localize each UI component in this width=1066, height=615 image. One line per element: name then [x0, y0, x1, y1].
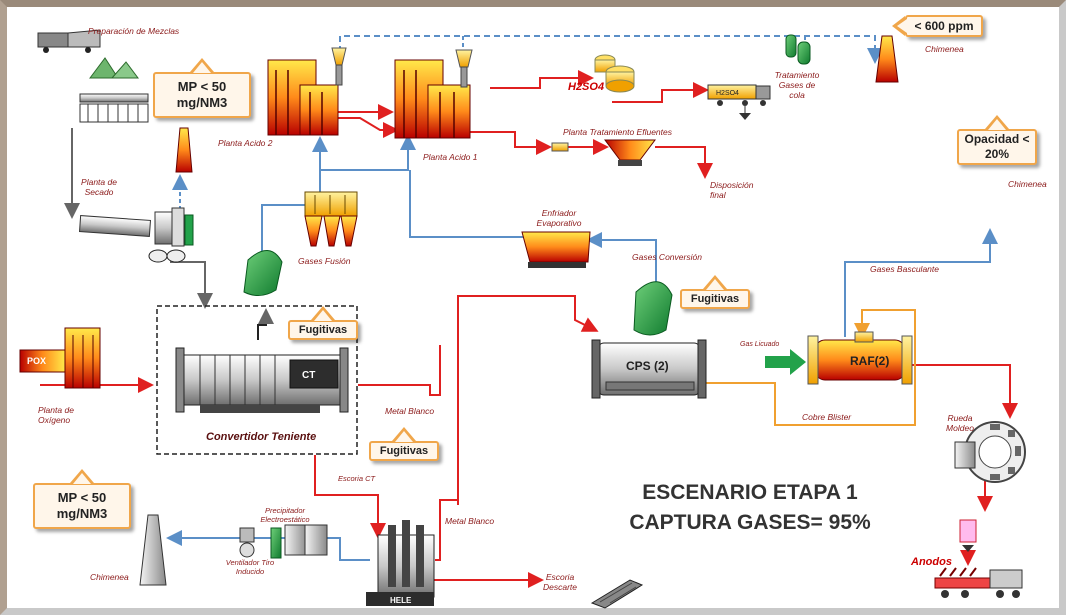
- effluent-treatment-plant: [551, 139, 656, 166]
- label-preparacion: Preparación de Mezclas: [88, 26, 180, 36]
- label-planta-secado: Planta de Secado: [81, 177, 117, 197]
- mp-limit-bubble-top: MP < 50 mg/NM3: [153, 58, 251, 118]
- ct-label: CT: [302, 370, 315, 381]
- blister-flow-lines: [700, 309, 916, 426]
- electrostatic-precipitator: [239, 524, 328, 559]
- label-tratamiento-gases: Tratamiento Gases de cola: [774, 70, 820, 100]
- label-anodos: Anodos: [911, 556, 952, 568]
- label-chimenea-right: Chimenea: [1008, 179, 1047, 189]
- fugitive-emissions-bubble-1: Fugitivas: [288, 306, 358, 340]
- stack-tail-gas: [875, 35, 899, 83]
- raf-label: RAF(2): [850, 354, 889, 368]
- cps-label: CPS (2): [626, 359, 669, 373]
- gas-licuado-arrow: [765, 349, 806, 375]
- label-planta-acido-2: Planta Acido 2: [218, 138, 273, 148]
- label-enfriador: Enfriador Evaporativo: [536, 208, 582, 228]
- gas-flow-lines: [166, 35, 998, 561]
- label-planta-acido-1: Planta Acido 1: [423, 152, 478, 162]
- mp-limit-bubble-bottom: MP < 50 mg/NM3: [33, 469, 131, 529]
- label-h2so4: H2SO4: [568, 81, 605, 93]
- label-metal-blanco-2: Metal Blanco: [445, 516, 495, 526]
- anodes-train: [934, 567, 1023, 598]
- scenario-line-1: ESCENARIO ETAPA 1: [642, 481, 858, 504]
- label-gases-basculante: Gases Basculante: [870, 264, 939, 274]
- stack-bottom: [139, 514, 167, 586]
- acid-plant-2: [267, 47, 347, 136]
- metal-flow-lines: [40, 70, 1018, 588]
- cps-converter: [591, 339, 707, 399]
- hood-teniente: [243, 250, 283, 296]
- label-chimenea-bottom: Chimenea: [90, 572, 129, 582]
- ppm-limit-bubble: < 600 ppm: [892, 15, 983, 37]
- hele-furnace: [366, 520, 435, 606]
- label-disposicion: Disposición final: [710, 180, 754, 200]
- label-ventilador: Ventilador Tiro Inducido: [225, 558, 275, 576]
- scenario-title: ESCENARIO ETAPA 1 CAPTURA GASES= 95%: [600, 478, 900, 538]
- opacity-limit-bubble: Opacidad < 20%: [957, 115, 1037, 165]
- oxygen-plant: [19, 327, 101, 389]
- label-planta-efluentes: Planta Tratamiento Efluentes: [563, 127, 672, 137]
- label-metal-blanco-1: Metal Blanco: [385, 406, 435, 416]
- hele-label: HELE: [390, 596, 412, 605]
- fugitive-emissions-bubble-3: Fugitivas: [680, 275, 750, 309]
- label-convertidor-teniente: Convertidor Teniente: [206, 431, 317, 443]
- label-gas-licuado: Gas Licuado: [740, 341, 780, 348]
- tail-gas-treatment: [785, 34, 811, 65]
- label-escoria-ct: Escoria CT: [338, 474, 376, 483]
- h2so4-truck: [707, 84, 771, 120]
- fugitive-emissions-bubble-2: Fugitivas: [369, 427, 439, 461]
- hood-cps: [633, 281, 673, 336]
- acid-plant-1: [394, 49, 473, 139]
- mixing-prep-unit: [37, 29, 149, 123]
- stack-drying: [175, 127, 193, 173]
- gas-fusion-hoppers: [304, 191, 358, 247]
- label-gases-fusion: Gases Fusión: [298, 256, 351, 266]
- casting-wheel: [954, 421, 1026, 483]
- label-planta-oxigeno: Planta de Oxígeno: [38, 405, 74, 425]
- anode-mold: [959, 519, 977, 552]
- evaporative-cooler: [521, 231, 591, 268]
- raf-furnace: [807, 331, 913, 385]
- h2so4-tank-label: H2SO4: [716, 90, 739, 97]
- label-precipitador: Precipitador Electroestático: [260, 506, 310, 524]
- label-gases-conversion: Gases Conversión: [632, 252, 702, 262]
- pox-label: POX: [27, 356, 46, 366]
- teniente-converter: [156, 305, 358, 455]
- label-escoria-descarte: Escoria Descarte: [542, 572, 577, 592]
- scenario-line-2: CAPTURA GASES= 95%: [629, 511, 871, 534]
- label-chimenea-top: Chimenea: [925, 44, 964, 54]
- label-cobre-blister: Cobre Blister: [802, 412, 852, 422]
- h2so4-tank: [594, 54, 635, 93]
- drying-plant: [78, 207, 194, 263]
- slag-train: [590, 579, 644, 609]
- feed-flow-lines: [64, 128, 274, 340]
- label-rueda-moldeo: Rueda Moldeo: [946, 413, 974, 433]
